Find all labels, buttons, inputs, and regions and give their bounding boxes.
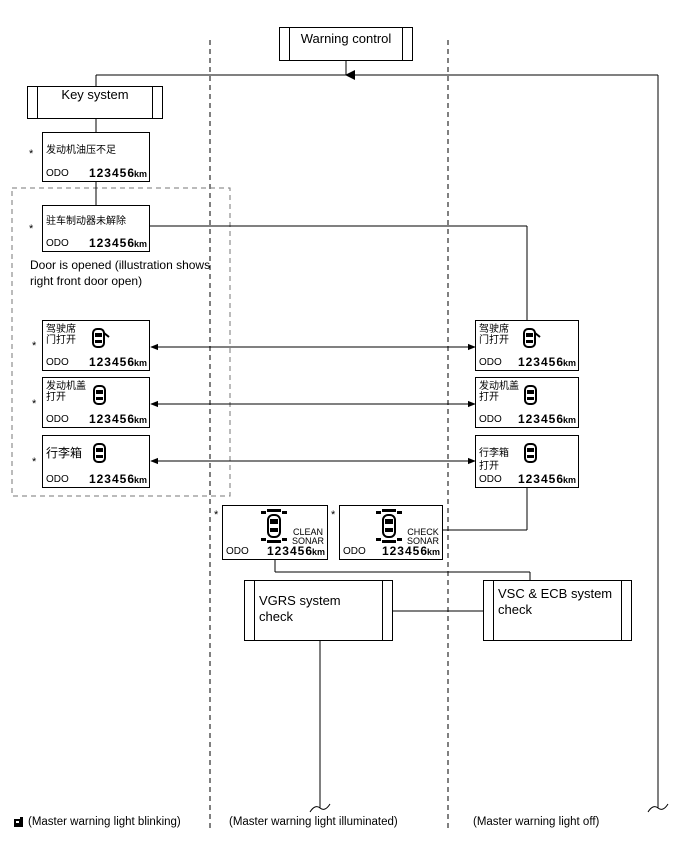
vsc-ecb-system-check-label: VSC & ECB system check xyxy=(498,586,613,617)
odo-unit: km xyxy=(311,547,325,557)
asterisk-mark: * xyxy=(214,509,219,521)
label-master-warning-off: (Master warning light off) xyxy=(473,816,600,828)
car-door-open-icon xyxy=(523,328,541,348)
display-driver-door-left: 驾驶席 门打开 ODO 123456 km xyxy=(42,320,150,371)
clean-sonar-line1: CLEAN xyxy=(292,527,323,537)
odo-unit: km xyxy=(133,475,147,485)
document-icon xyxy=(14,817,23,827)
door-group-frame xyxy=(11,187,231,497)
message-trunk-line2: 打开 xyxy=(479,461,499,472)
key-system-label: Key system xyxy=(61,87,129,102)
odo-value: 123456 xyxy=(266,544,313,558)
vsc-ecb-system-check-box: VSC & ECB system check xyxy=(483,580,632,641)
display-hood-right: 发动机盖 打开 ODO 123456 km xyxy=(475,377,579,428)
message-hood-line1: 发动机盖 xyxy=(46,381,86,392)
display-parking-brake: 驻车制动器未解除 ODO 123456 km xyxy=(42,205,150,252)
message-hood-line1: 发动机盖 xyxy=(479,381,519,392)
asterisk-mark: * xyxy=(32,456,37,468)
odo-unit: km xyxy=(562,358,576,368)
odo-label: ODO xyxy=(479,474,502,485)
display-hood-left: 发动机盖 打开 ODO 123456 km xyxy=(42,377,150,428)
warning-control-label: Warning control xyxy=(300,31,392,46)
clean-sonar-line2: SONAR xyxy=(291,536,324,546)
display-trunk-right: 行李箱 打开 ODO 123456 km xyxy=(475,435,579,488)
message-driver-door-line1: 驾驶席 xyxy=(46,324,76,335)
odo-value: 123456 xyxy=(381,544,428,558)
asterisk-mark: * xyxy=(32,398,37,410)
odo-unit: km xyxy=(133,415,147,425)
message-trunk-line1: 行李箱 xyxy=(479,448,509,459)
odo-value: 123456 xyxy=(88,166,135,180)
odo-label: ODO xyxy=(226,546,249,557)
door-note: Door is opened (illustration shows right… xyxy=(30,258,211,288)
message-hood-line2: 打开 xyxy=(46,392,66,403)
label-master-warning-blinking: (Master warning light blinking) xyxy=(28,816,181,828)
break-icon-center xyxy=(309,803,331,813)
odo-label: ODO xyxy=(46,357,69,368)
odo-value: 123456 xyxy=(88,412,135,426)
odo-unit: km xyxy=(133,169,147,179)
odo-value: 123456 xyxy=(88,472,135,486)
odo-label: ODO xyxy=(343,546,366,557)
odo-label: ODO xyxy=(479,414,502,425)
message-parking-brake: 驻车制动器未解除 xyxy=(46,216,126,227)
sonar-sensor-icon xyxy=(376,509,402,543)
vgrs-system-check-box: VGRS system check xyxy=(244,580,393,641)
car-trunk-open-icon xyxy=(524,443,537,463)
break-icon-right xyxy=(647,803,669,813)
car-hood-open-icon xyxy=(93,385,106,405)
odo-label: ODO xyxy=(46,168,69,179)
clean-sonar-label: CLEAN SONAR xyxy=(292,528,324,546)
message-oil-pressure: 发动机油压不足 xyxy=(46,145,116,156)
car-trunk-open-icon xyxy=(93,443,106,463)
message-trunk-line1: 行李箱 xyxy=(46,446,83,460)
odo-unit: km xyxy=(133,239,147,249)
asterisk-mark: * xyxy=(32,340,37,352)
message-driver-door-line1: 驾驶席 xyxy=(479,324,509,335)
display-oil-pressure: 发动机油压不足 ODO 123456 km xyxy=(42,132,150,182)
odo-unit: km xyxy=(562,475,576,485)
junction-arrow-icon xyxy=(345,70,355,80)
check-sonar-line2: SONAR xyxy=(406,536,439,546)
car-door-open-icon xyxy=(92,328,110,348)
car-hood-open-icon xyxy=(524,385,537,405)
odo-value: 123456 xyxy=(88,236,135,250)
odo-label: ODO xyxy=(46,238,69,249)
display-clean-sonar: CLEAN SONAR ODO 123456 km xyxy=(222,505,328,560)
odo-label: ODO xyxy=(479,357,502,368)
odo-value: 123456 xyxy=(517,472,564,486)
display-driver-door-right: 驾驶席 门打开 ODO 123456 km xyxy=(475,320,579,371)
warning-control-box: Warning control xyxy=(279,27,413,61)
odo-unit: km xyxy=(133,358,147,368)
odo-label: ODO xyxy=(46,414,69,425)
display-check-sonar: CHECK SONAR ODO 123456 km xyxy=(339,505,443,560)
odo-value: 123456 xyxy=(517,355,564,369)
odo-value: 123456 xyxy=(517,412,564,426)
message-driver-door-line2: 门打开 xyxy=(479,335,509,346)
odo-unit: km xyxy=(562,415,576,425)
label-master-warning-illuminated: (Master warning light illuminated) xyxy=(229,816,398,828)
check-sonar-line1: CHECK xyxy=(407,527,439,537)
message-driver-door-line2: 门打开 xyxy=(46,335,76,346)
odo-label: ODO xyxy=(46,474,69,485)
asterisk-mark: * xyxy=(331,509,336,521)
odo-value: 123456 xyxy=(88,355,135,369)
sonar-sensor-icon xyxy=(261,509,287,543)
asterisk-mark: * xyxy=(29,148,34,160)
vgrs-system-check-label: VGRS system check xyxy=(259,593,341,624)
display-trunk-left: 行李箱 ODO 123456 km xyxy=(42,435,150,488)
message-hood-line2: 打开 xyxy=(479,392,499,403)
key-system-box: Key system xyxy=(27,86,163,119)
asterisk-mark: * xyxy=(29,223,34,235)
check-sonar-label: CHECK SONAR xyxy=(407,528,439,546)
odo-unit: km xyxy=(426,547,440,557)
